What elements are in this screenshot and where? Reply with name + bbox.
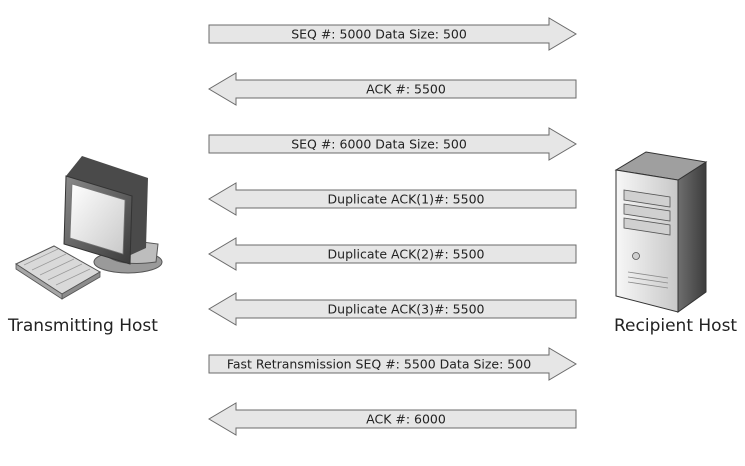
left-arrow [208,402,577,436]
right-arrow [208,347,577,381]
message-label: Duplicate ACK(3)#: 5500 [328,302,485,317]
message-label: Fast Retransmission SEQ #: 5500 Data Siz… [227,357,531,372]
recipient-host-label: Recipient Host [614,316,738,336]
server-tower-icon [614,151,708,313]
left-arrow [208,237,577,271]
message-label: Duplicate ACK(1)#: 5500 [328,192,485,207]
right-arrow [208,127,577,161]
transmitting-host-label: Transmitting Host [8,316,158,336]
message-label: ACK #: 6000 [366,412,446,427]
message-label: SEQ #: 5000 Data Size: 500 [291,27,467,42]
desktop-computer-icon [14,156,163,300]
message-label: Duplicate ACK(2)#: 5500 [328,247,485,262]
right-arrow [208,17,577,51]
message-label: SEQ #: 6000 Data Size: 500 [291,137,467,152]
message-label: ACK #: 5500 [366,82,446,97]
left-arrow [208,182,577,216]
left-arrow [208,72,577,106]
left-arrow [208,292,577,326]
